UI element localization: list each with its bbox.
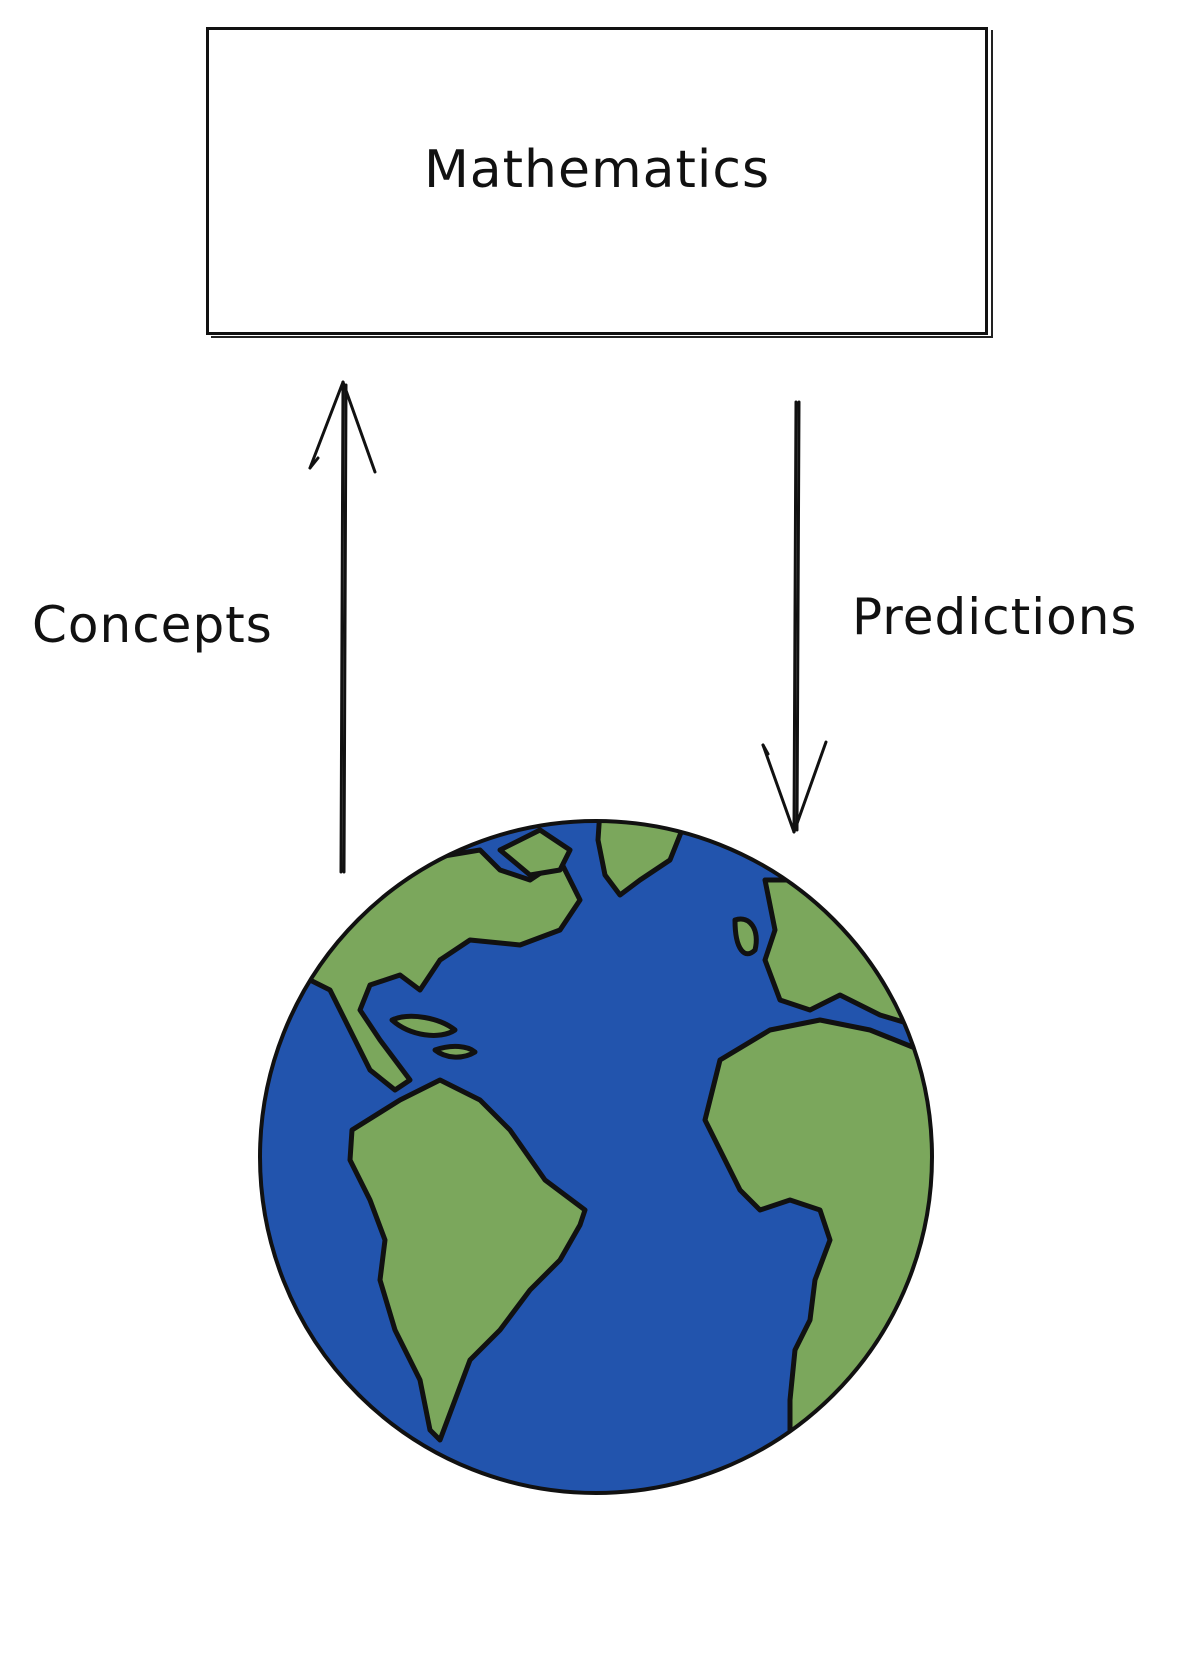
earth-globe-icon [258, 819, 934, 1495]
mathematics-label: Mathematics [423, 140, 771, 200]
concepts-label: Concepts [32, 596, 273, 654]
predictions-label: Predictions [852, 588, 1138, 646]
mathematics-box: Mathematics [206, 27, 988, 335]
down-arrow-icon [761, 400, 828, 834]
up-arrow-icon [308, 380, 377, 874]
